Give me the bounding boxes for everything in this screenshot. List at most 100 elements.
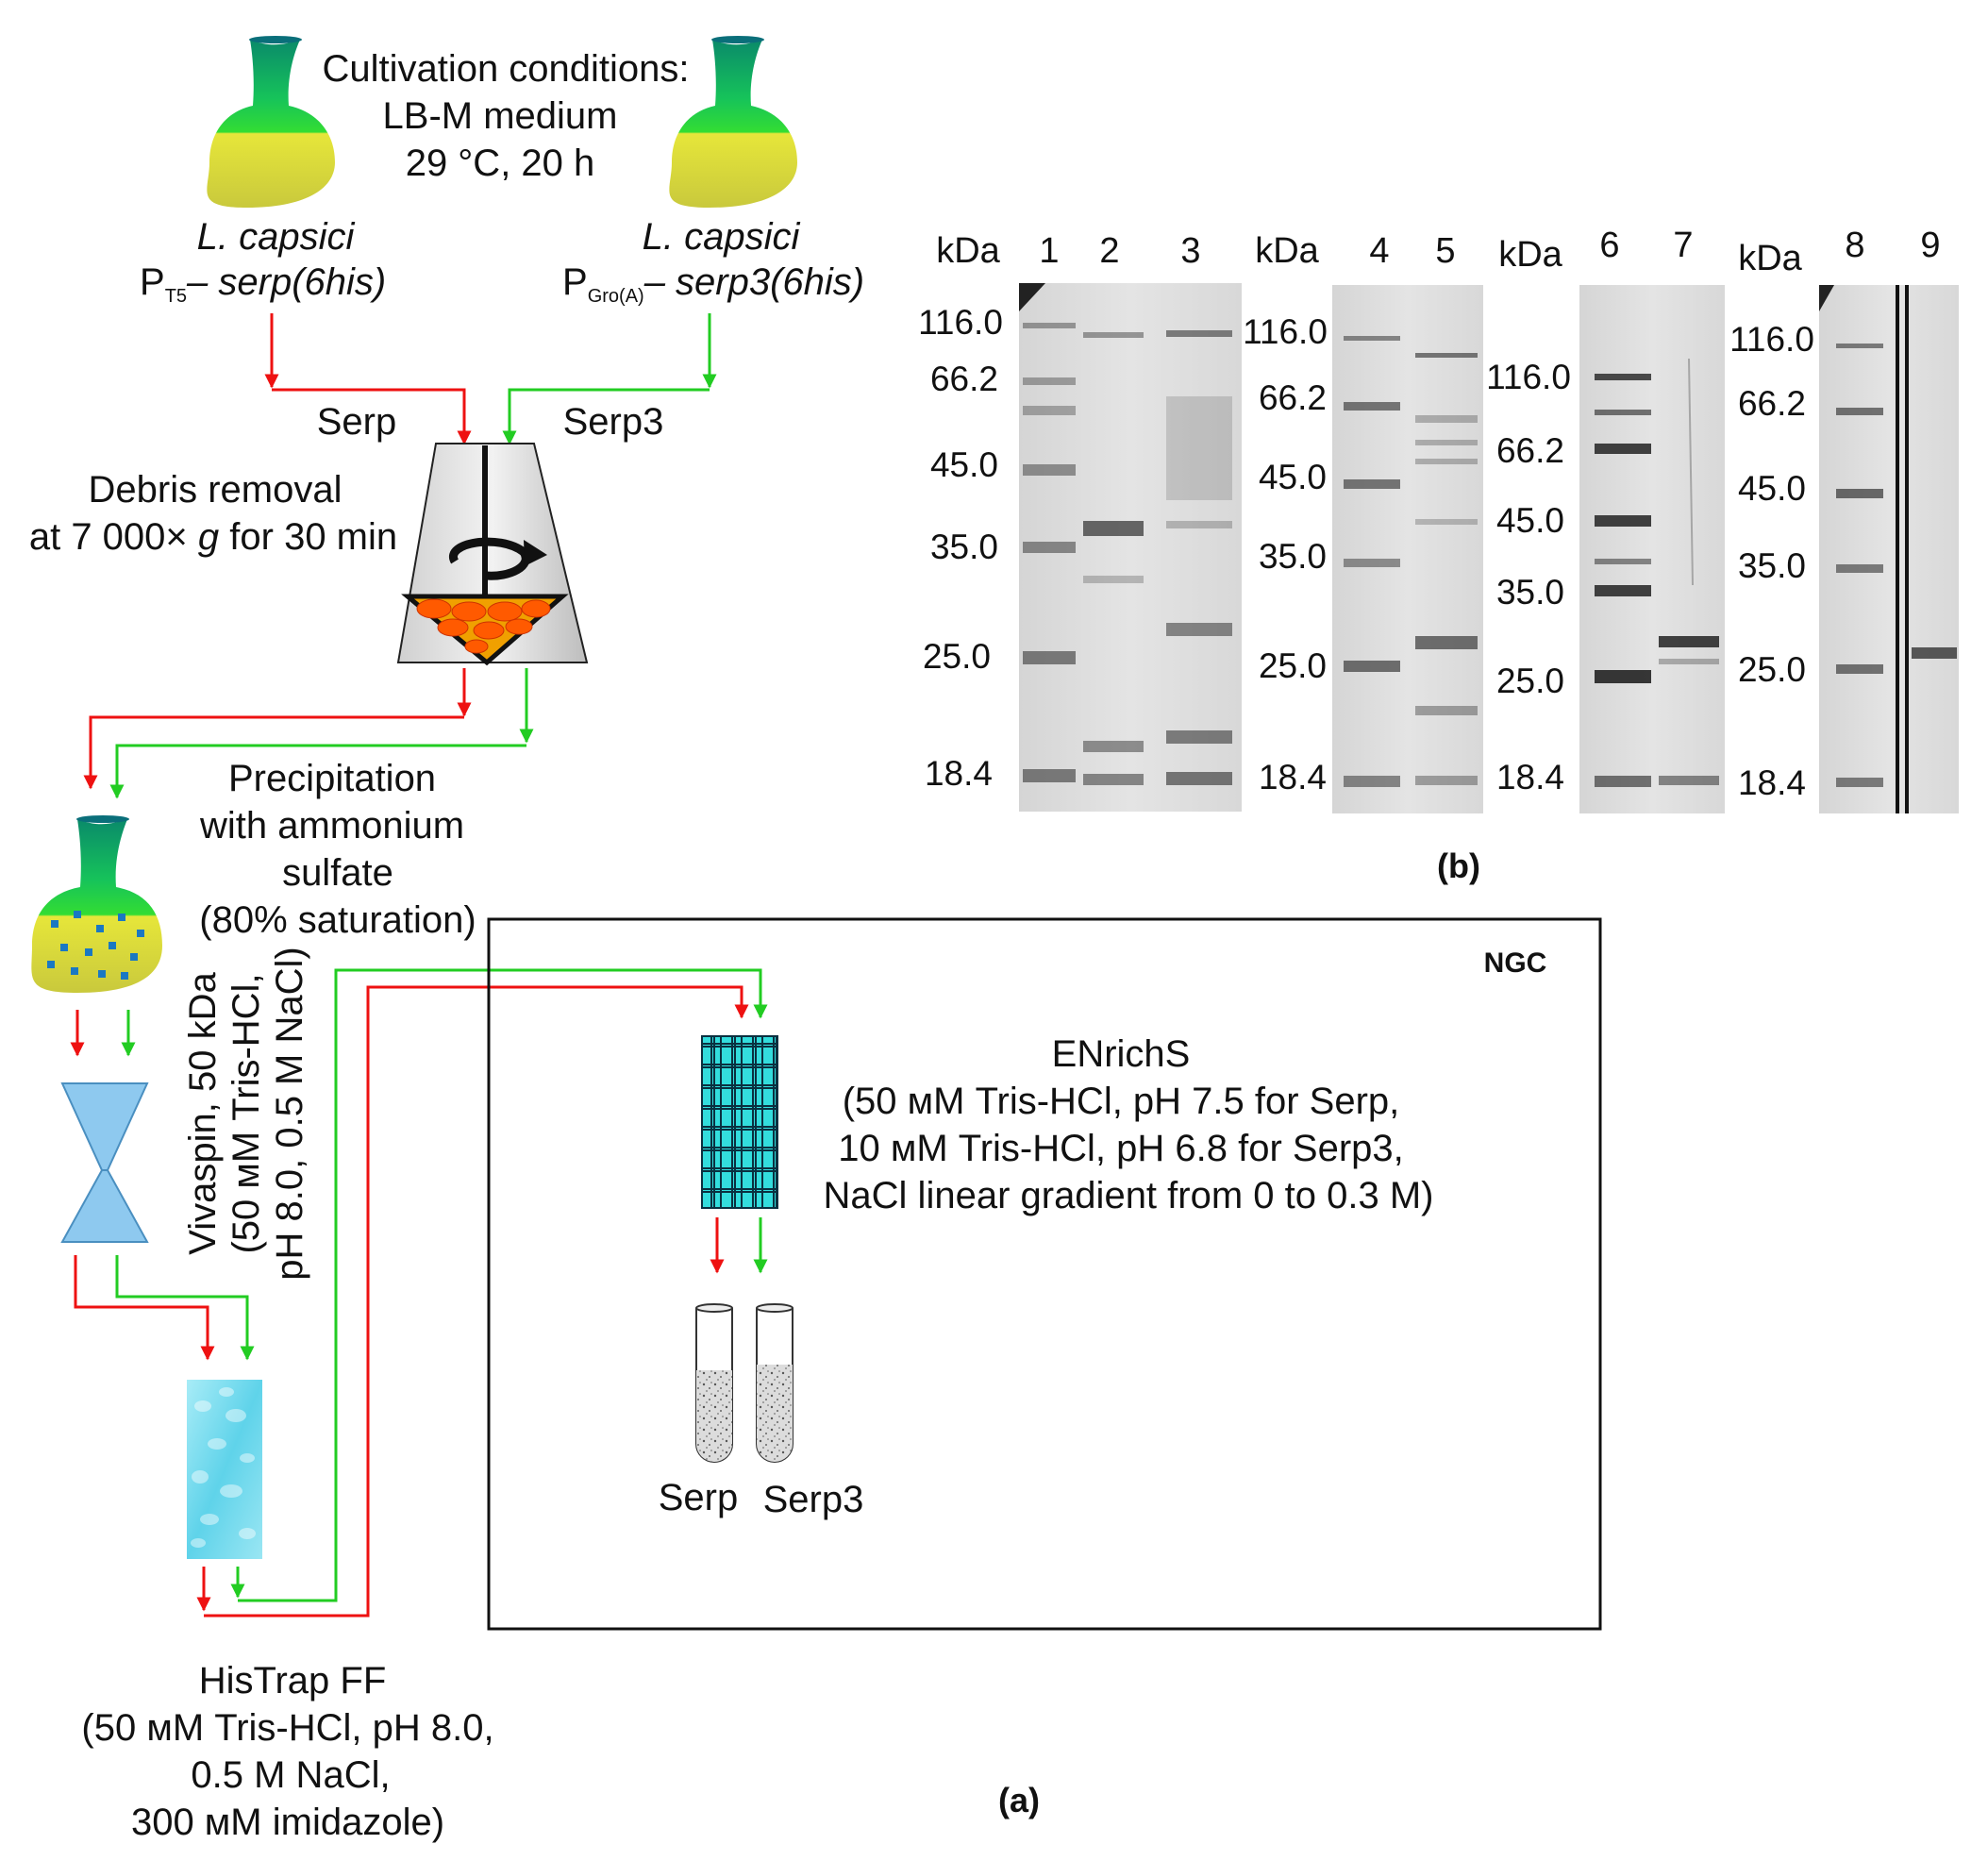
cultivation-line3: 29 °C, 20 h: [406, 143, 595, 184]
tube-serp: [695, 1303, 733, 1463]
enrichs-line2: (50 мМ Tris-HCl, pH 7.5 for Serp,: [843, 1081, 1400, 1122]
gel4-lane-9: 9: [1920, 226, 1940, 265]
enrichs-column: [701, 1035, 778, 1209]
serp3-path-centrifuge: [109, 668, 534, 799]
gel3-unit: kDa: [1498, 235, 1562, 275]
gel1-marker-35: 35.0: [930, 528, 998, 566]
gel-3: [1579, 285, 1725, 813]
histrap-line3: 0.5 M NaCl,: [191, 1754, 390, 1796]
gel4-marker-45: 45.0: [1738, 469, 1806, 508]
gel2-unit: kDa: [1255, 231, 1319, 271]
gel3-marker-18: 18.4: [1496, 758, 1564, 796]
tube-serp3-label: Serp3: [763, 1479, 864, 1520]
gel-4: [1819, 285, 1959, 813]
gel3-lane-7: 7: [1673, 226, 1693, 265]
serp-path-vivaspin: [74, 1255, 215, 1361]
gel2-marker-66: 66.2: [1259, 378, 1327, 417]
culture-flask-left: [207, 36, 335, 208]
precipitation-line3: sulfate: [282, 852, 393, 894]
ngc-system-box: [487, 917, 1602, 1631]
gel3-marker-66: 66.2: [1496, 431, 1564, 470]
cultivation-line2: LB-M medium: [383, 95, 618, 137]
enrichs-line1: ENrichS: [1052, 1033, 1191, 1075]
gel3-marker-25: 25.0: [1496, 662, 1564, 700]
strain-right-promoter: P: [562, 261, 588, 303]
strain-left-organism: L. capsici: [197, 216, 356, 258]
precipitation-flask: [31, 815, 163, 993]
serp3-path-histrap: [230, 968, 768, 1602]
gel3-lane-6: 6: [1599, 226, 1619, 265]
strain-left-promoter: P: [140, 261, 165, 303]
vivaspin-line1: Vivaspin, 50 kDa: [182, 972, 224, 1255]
gel2-marker-25: 25.0: [1259, 646, 1327, 685]
gel1-lane-3: 3: [1180, 231, 1200, 271]
debris-line2-b: for 30 min: [229, 516, 397, 558]
debris-line2: at 7 000× g for 30 min: [29, 516, 397, 558]
gel1-lane-2: 2: [1099, 231, 1119, 271]
gel2-marker-18: 18.4: [1259, 758, 1327, 796]
enrichs-line4: NaCl linear gradient from 0 to 0.3 M): [824, 1175, 1434, 1216]
gel2-lane-4: 4: [1369, 231, 1389, 271]
gel4-lane-8: 8: [1845, 226, 1864, 265]
strain-left-construct: PT5– serp(6his): [140, 261, 386, 307]
vivaspin-text: Vivaspin, 50 kDa (50 мМ Tris-HCl, pH 8.0…: [182, 947, 310, 1280]
gel1-marker-45: 45.0: [930, 445, 998, 484]
gel3-marker-116: 116.0: [1486, 358, 1571, 396]
histrap-line1: HisTrap FF: [199, 1660, 387, 1702]
gel1-marker-66: 66.2: [930, 360, 998, 398]
panel-b-label: (b): [1437, 847, 1480, 885]
gel2-marker-116: 116.0: [1243, 312, 1328, 351]
gel1-unit: kDa: [936, 231, 1000, 271]
centrifuge-icon: [396, 443, 589, 666]
vivaspin-filter-icon: [60, 1082, 149, 1243]
vivaspin-line3: pH 8.0, 0.5 M NaCl): [269, 947, 310, 1280]
precipitation-line1: Precipitation: [228, 758, 436, 799]
strain-right-promoter-sub: Gro(A): [588, 286, 644, 307]
enrichs-line3: 10 мМ Tris-HCl, pH 6.8 for Serp3,: [838, 1128, 1404, 1169]
tube-serp-label: Serp: [659, 1477, 739, 1518]
gel4-marker-25: 25.0: [1738, 650, 1806, 689]
histrap-line4: 300 мМ imidazole): [131, 1802, 444, 1843]
gel3-marker-35: 35.0: [1496, 573, 1564, 612]
gel1-marker-18: 18.4: [925, 754, 993, 793]
culture-flask-right: [669, 36, 797, 208]
strain-left-promoter-sub: T5: [165, 286, 187, 307]
strain-right-gene: – serp3(6his): [643, 261, 864, 303]
gel3-marker-45: 45.0: [1496, 501, 1564, 540]
debris-line1: Debris removal: [89, 469, 342, 511]
gel1-marker-116: 116.0: [918, 303, 1003, 342]
precipitation-line2: with ammonium: [199, 805, 464, 847]
cultivation-line1: Cultivation conditions:: [322, 48, 689, 90]
gel4-unit: kDa: [1738, 239, 1802, 278]
serp3-path-top: [502, 313, 717, 445]
gel4-marker-18: 18.4: [1738, 763, 1806, 802]
gel4-marker-116: 116.0: [1729, 320, 1814, 359]
serp-path-label: Serp: [317, 401, 397, 443]
panel-a-label: (a): [998, 1781, 1040, 1819]
gel4-marker-35: 35.0: [1738, 546, 1806, 585]
serp3-path-label: Serp3: [563, 401, 664, 443]
gel-2: [1332, 285, 1483, 813]
gel4-marker-66: 66.2: [1738, 384, 1806, 423]
histrap-line2: (50 мМ Tris-HCl, pH 8.0,: [81, 1707, 493, 1749]
gel2-marker-35: 35.0: [1259, 537, 1327, 576]
serp-path-histrap: [196, 985, 749, 1618]
ngc-label: NGC: [1484, 947, 1547, 979]
histrap-column: [187, 1380, 262, 1559]
debris-line2-g: g: [198, 516, 219, 558]
serp-path-centrifuge: [83, 668, 472, 790]
gel2-marker-45: 45.0: [1259, 458, 1327, 496]
strain-right-organism: L. capsici: [643, 216, 801, 258]
gel1-marker-25: 25.0: [923, 637, 991, 676]
serp-path-top: [264, 313, 472, 445]
precipitation-line4: (80% saturation): [199, 899, 476, 941]
tube-serp3: [756, 1303, 794, 1463]
gel-1: [1019, 283, 1242, 812]
serp3-path-vivaspin: [115, 1255, 255, 1361]
strain-right-construct: PGro(A)– serp3(6his): [562, 261, 864, 307]
strain-left-gene: – serp(6his): [186, 261, 386, 303]
vivaspin-line2: (50 мМ Tris-HCl,: [226, 973, 267, 1253]
gel2-lane-5: 5: [1435, 231, 1455, 271]
debris-line2-a: at 7 000×: [29, 516, 188, 558]
